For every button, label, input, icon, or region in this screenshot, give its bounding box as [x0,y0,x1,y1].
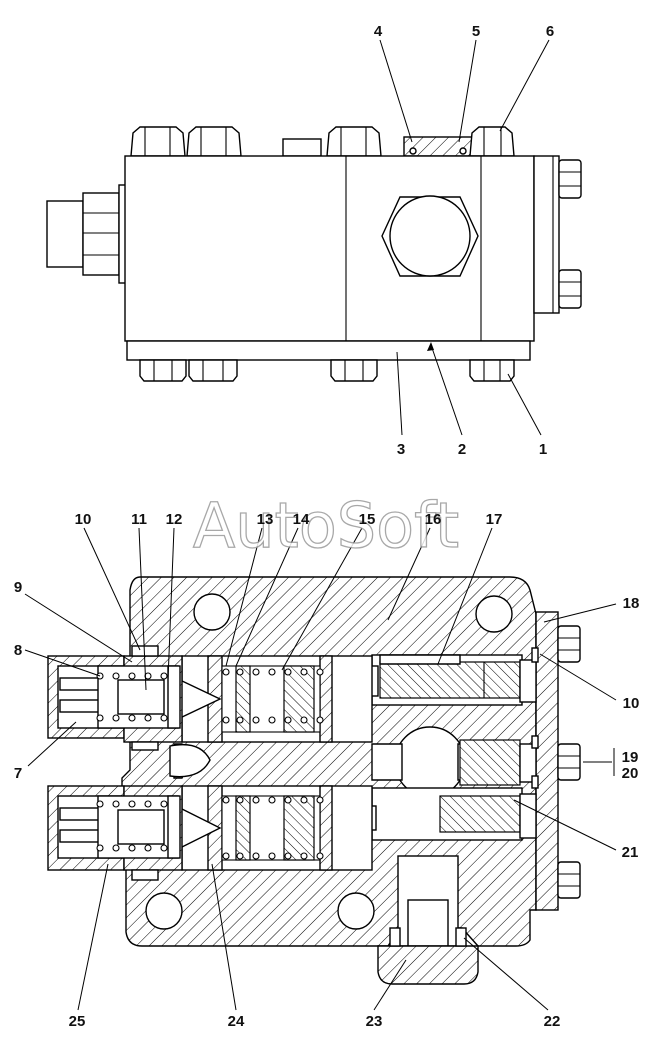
callout-25: 25 [69,1013,86,1030]
callout-19: 19 [622,749,639,766]
upper-left-plug [47,645,183,751]
callout-1: 1 [539,441,547,458]
callout-9: 9 [14,579,22,596]
right-bolts [558,159,582,309]
callout-5: 5 [472,23,480,40]
bottom-fitting [377,855,479,985]
callout-23: 23 [366,1013,383,1030]
callout-22: 22 [544,1013,561,1030]
callout-7: 7 [14,765,22,782]
lower-cartridge [179,785,373,871]
top-nuts [130,126,515,157]
callout-14: 14 [293,511,310,528]
callout-3: 3 [397,441,405,458]
callout-20: 20 [622,765,639,782]
callout-12: 12 [166,511,183,528]
section-view [24,527,617,1011]
cover-bolts [557,625,581,899]
lower-left-plug [47,785,183,881]
leaders-section [24,527,617,1011]
callout-8: 8 [14,642,22,659]
callout-24: 24 [228,1013,245,1030]
callout-21: 21 [622,844,639,861]
callout-11: 11 [131,511,147,528]
main-body-top-view [124,155,560,342]
upper-long-bolt [347,654,537,706]
top-view [46,39,582,436]
lower-long-bolt [329,787,537,853]
callout-labels: 4 5 6 3 2 1 10 11 12 13 14 15 16 17 9 8 … [14,23,640,1030]
callout-13: 13 [257,511,274,528]
callout-10-right: 10 [623,695,640,712]
callout-18: 18 [623,595,640,612]
callout-4: 4 [374,23,383,40]
middle-bolt [459,739,537,786]
leaders-top [379,39,550,436]
left-fitting [46,184,127,284]
callout-16: 16 [425,511,442,528]
body-bolt-holes [145,593,513,930]
callout-10-top: 10 [75,511,92,528]
watermark: AutoSoft [193,489,459,562]
callout-15: 15 [359,511,376,528]
bottom-plate [126,340,531,382]
callout-2: 2 [458,441,466,458]
upper-cartridge [179,655,373,743]
callout-6: 6 [546,23,554,40]
callout-17: 17 [486,511,503,528]
right-cover-plate [535,611,559,911]
